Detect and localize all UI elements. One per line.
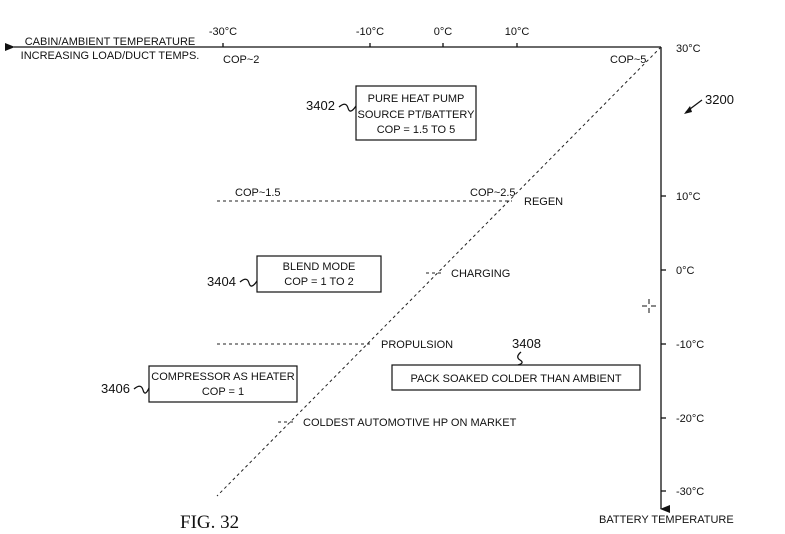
blend-mode-leader <box>239 278 258 287</box>
propulsion-label: PROPULSION <box>381 339 453 351</box>
crosshair-cursor-icon <box>642 299 656 313</box>
x-axis-ticks: -30°C -10°C 0°C 10°C <box>209 26 529 47</box>
pack-soaked-leader <box>517 351 523 366</box>
compressor-line1: COMPRESSOR AS HEATER <box>151 371 294 383</box>
compressor-line2: COP = 1 <box>202 386 244 398</box>
heat-pump-box <box>355 85 477 141</box>
heat-pump-line3: COP = 1.5 TO 5 <box>377 124 456 136</box>
y-tick-label: -10°C <box>676 339 704 351</box>
coldest-hp-label: COLDEST AUTOMOTIVE HP ON MARKET <box>303 417 517 429</box>
figure-reference-arrowhead <box>684 106 692 114</box>
heat-pump-line2: SOURCE PT/BATTERY <box>358 109 476 121</box>
blend-mode-line2: COP = 1 TO 2 <box>284 276 353 288</box>
y-axis-label: BATTERY TEMPERATURE <box>599 514 734 526</box>
compressor-leader <box>133 385 150 394</box>
cop-left-label: COP~2 <box>223 54 259 66</box>
cop-1-5-label: COP~1.5 <box>235 187 281 199</box>
heat-pump-ref: 3402 <box>306 98 335 113</box>
y-tick-label: -20°C <box>676 413 704 425</box>
blend-mode-ref: 3404 <box>207 274 236 289</box>
y-axis-ticks: 30°C 10°C 0°C -10°C -20°C -30°C <box>661 43 704 498</box>
x-tick-label: 10°C <box>505 26 530 38</box>
blend-mode-box <box>256 255 382 293</box>
cop-right-label: COP~5 <box>610 54 646 66</box>
y-tick-label: 30°C <box>676 43 701 55</box>
heat-pump-line1: PURE HEAT PUMP <box>368 93 465 105</box>
blend-mode-line1: BLEND MODE <box>283 261 356 273</box>
y-tick-label: 0°C <box>676 265 695 277</box>
x-tick-label: -10°C <box>356 26 384 38</box>
cop-2-5-label: COP~2.5 <box>470 187 516 199</box>
x-tick-label: -30°C <box>209 26 237 38</box>
regen-label: REGEN <box>524 196 563 208</box>
pack-soaked-box <box>391 364 641 391</box>
pack-soaked-ref: 3408 <box>512 336 541 351</box>
x-axis-label-line1: CABIN/AMBIENT TEMPERATURE <box>25 36 196 48</box>
y-tick-label: -30°C <box>676 486 704 498</box>
compressor-ref: 3406 <box>101 381 130 396</box>
y-tick-label: 10°C <box>676 191 701 203</box>
heat-pump-leader <box>338 103 357 112</box>
pack-soaked-line1: PACK SOAKED COLDER THAN AMBIENT <box>410 373 621 385</box>
charging-label: CHARGING <box>451 268 510 280</box>
figure-label: FIG. 32 <box>180 512 239 533</box>
x-axis-label-line2: INCREASING LOAD/DUCT TEMPS. <box>21 50 200 62</box>
compressor-box <box>148 365 298 403</box>
x-tick-label: 0°C <box>434 26 453 38</box>
figure-reference: 3200 <box>705 92 734 107</box>
